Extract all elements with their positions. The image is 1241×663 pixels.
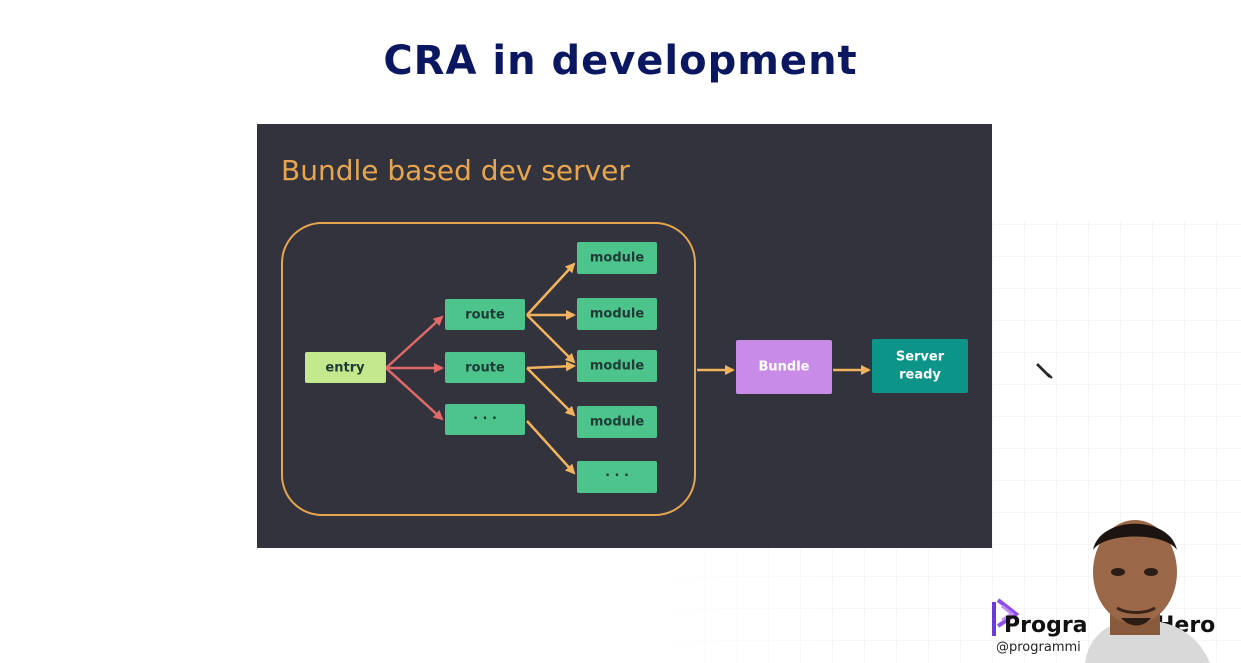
route-arrows <box>526 262 871 475</box>
route-label: route <box>465 361 505 376</box>
module-label: module <box>590 415 644 430</box>
server-ready-node <box>872 339 968 393</box>
play-logo-icon <box>992 598 1020 636</box>
module-node <box>577 298 657 330</box>
bundle-diagram: entry route route · · · module module mo… <box>281 222 968 516</box>
brand-name-left: Progra <box>1004 613 1088 638</box>
bundle-label: Bundle <box>759 360 810 375</box>
page-title: CRA in development <box>383 38 858 84</box>
brand-handle: @programmi <box>996 640 1081 655</box>
bundle-node <box>736 340 832 394</box>
slide-title: Bundle based dev server <box>281 154 630 187</box>
pen-cursor-icon <box>1036 363 1053 379</box>
route-node <box>445 299 525 330</box>
route-ellipsis-node <box>445 404 525 435</box>
presenter-webcam <box>1085 520 1210 663</box>
module-node <box>577 350 657 382</box>
route-label: route <box>465 308 505 323</box>
module-ellipsis-node <box>577 461 657 493</box>
module-node <box>577 242 657 274</box>
module-label: module <box>590 307 644 322</box>
module-ellipsis-label: · · · <box>605 469 629 484</box>
entry-node <box>305 352 386 383</box>
bundle-container <box>281 222 696 516</box>
entry-label: entry <box>325 361 365 376</box>
server-ready-label-line1: Server <box>896 350 945 365</box>
module-label: module <box>590 359 644 374</box>
entry-arrows <box>385 315 444 421</box>
server-ready-label-line2: ready <box>899 368 941 383</box>
module-node <box>577 406 657 438</box>
slide: Bundle based dev server <box>257 124 992 548</box>
route-ellipsis-label: · · · <box>473 412 497 427</box>
module-label: module <box>590 251 644 266</box>
route-node <box>445 352 525 383</box>
